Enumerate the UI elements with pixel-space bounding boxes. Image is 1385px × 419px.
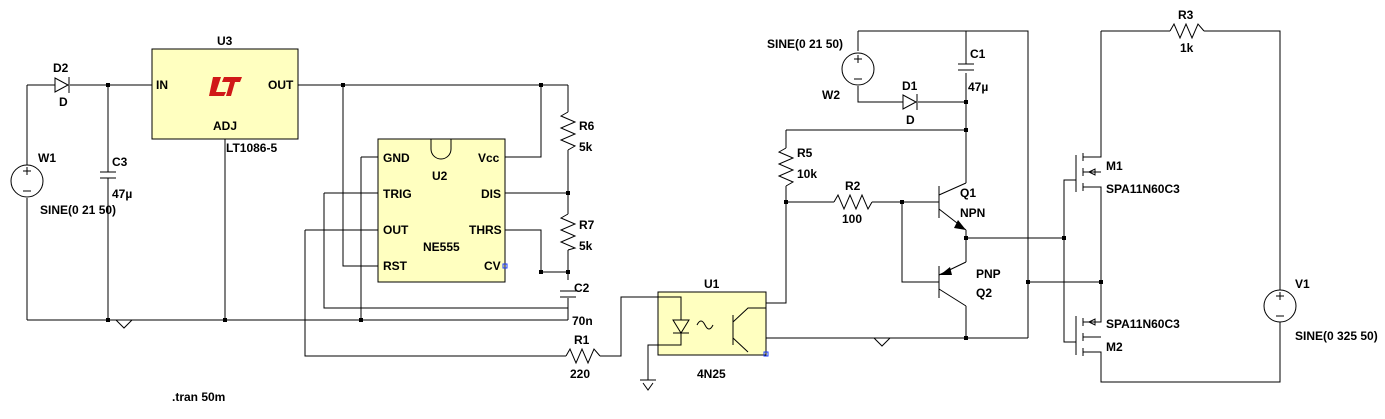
q2-type: PNP: [976, 267, 1001, 281]
r6-value: 5k: [579, 140, 593, 154]
w2-value: SINE(0 21 50): [767, 37, 843, 51]
r2-ref: R2: [845, 179, 861, 193]
source-v1[interactable]: V1 SINE(0 325 50): [1263, 277, 1378, 343]
u1-part: 4N25: [697, 367, 726, 381]
regulator-u3[interactable]: U3 IN OUT ADJ LT1086-5: [151, 34, 299, 155]
u3-part: LT1086-5: [226, 141, 277, 155]
transistor-q1[interactable]: Q1 NPN: [938, 182, 985, 231]
u2-pin-cv: CV: [484, 259, 501, 273]
q1-type: NPN: [960, 206, 985, 220]
r7-ref: R7: [579, 218, 595, 232]
m1-part: SPA11N60C3: [1106, 182, 1180, 196]
u3-ref: U3: [217, 34, 233, 48]
diode-d1[interactable]: D1 D: [902, 79, 918, 127]
timer-u2[interactable]: GND Vcc U2 TRIG DIS OUT THRS NE555 RST C…: [377, 138, 508, 283]
transistor-q2[interactable]: PNP Q2: [938, 261, 1001, 307]
m2-part: SPA11N60C3: [1106, 317, 1180, 331]
lt-logo: [209, 77, 242, 96]
resistor-r2[interactable]: R2 100: [833, 179, 873, 226]
ground-driver: [873, 337, 891, 347]
resistor-r5[interactable]: R5 10k: [777, 146, 817, 187]
u3-pin-out: OUT: [268, 78, 294, 92]
mosfet-m2[interactable]: SPA11N60C3 M2: [1075, 317, 1180, 362]
d2-ref: D2: [53, 61, 69, 75]
c2-value: 70n: [572, 314, 593, 328]
optocoupler-u1[interactable]: U1 4N25: [640, 277, 769, 391]
d1-ref: D1: [902, 79, 918, 93]
u2-pin-gnd: GND: [383, 151, 410, 165]
c3-ref: C3: [112, 155, 128, 169]
u2-pin-vcc: Vcc: [478, 151, 500, 165]
d2-model: D: [59, 95, 68, 109]
m2-ref: M2: [1106, 340, 1123, 354]
u3-pin-in: IN: [156, 78, 168, 92]
r3-ref: R3: [1178, 8, 1194, 22]
r1-ref: R1: [574, 333, 590, 347]
junction-dots: [106, 83, 1103, 340]
r1-value: 220: [570, 367, 590, 381]
resistor-r7[interactable]: R7 5k: [559, 213, 595, 253]
mosfet-m1[interactable]: M1 SPA11N60C3: [1075, 150, 1180, 196]
u2-pin-thrs: THRS: [469, 223, 502, 237]
u2-pin-dis: DIS: [481, 187, 501, 201]
wires-power: [1063, 30, 1281, 383]
diode-d2[interactable]: D2 D: [53, 61, 70, 109]
c3-value: 47µ: [112, 187, 132, 201]
source-w1[interactable]: W1 SINE(0 21 50): [10, 151, 116, 217]
wires-driver: [766, 30, 1101, 339]
r2-value: 100: [842, 212, 862, 226]
r7-value: 5k: [579, 239, 593, 253]
u2-ref: U2: [432, 169, 448, 183]
m1-ref: M1: [1106, 159, 1123, 173]
w1-ref: W1: [38, 151, 56, 165]
v1-value: SINE(0 325 50): [1295, 329, 1378, 343]
c1-ref: C1: [970, 47, 986, 61]
u2-pin-trig: TRIG: [383, 187, 412, 201]
u2-part: NE555: [423, 240, 460, 254]
u2-pin-out: OUT: [383, 223, 409, 237]
ground-left: [115, 319, 133, 329]
resistor-r1[interactable]: R1 220: [565, 333, 601, 381]
c2-ref: C2: [574, 281, 590, 295]
wires-left: [26, 84, 568, 321]
capacitor-c1[interactable]: C1 47µ: [958, 47, 988, 94]
q1-ref: Q1: [960, 186, 976, 200]
c1-value: 47µ: [968, 80, 988, 94]
w1-value: SINE(0 21 50): [40, 203, 116, 217]
capacitor-c2[interactable]: C2 70n: [560, 281, 593, 328]
r5-value: 10k: [797, 167, 817, 181]
u3-pin-adj: ADJ: [213, 119, 237, 133]
d1-model: D: [906, 113, 915, 127]
resistor-r6[interactable]: R6 5k: [559, 111, 595, 154]
tran-directive: .tran 50m: [172, 390, 225, 404]
capacitor-c3[interactable]: C3 47µ: [100, 155, 132, 201]
q2-ref: Q2: [976, 286, 992, 300]
wires-555: [304, 85, 655, 357]
r3-value: 1k: [1180, 41, 1194, 55]
source-w2[interactable]: SINE(0 21 50) W2: [767, 37, 875, 102]
u2-pin-rst: RST: [383, 259, 408, 273]
r5-ref: R5: [797, 146, 813, 160]
resistor-r3[interactable]: R3 1k: [1169, 8, 1205, 55]
r6-ref: R6: [579, 119, 595, 133]
v1-ref: V1: [1295, 277, 1310, 291]
w2-ref: W2: [822, 88, 840, 102]
u1-ref: U1: [704, 277, 720, 291]
